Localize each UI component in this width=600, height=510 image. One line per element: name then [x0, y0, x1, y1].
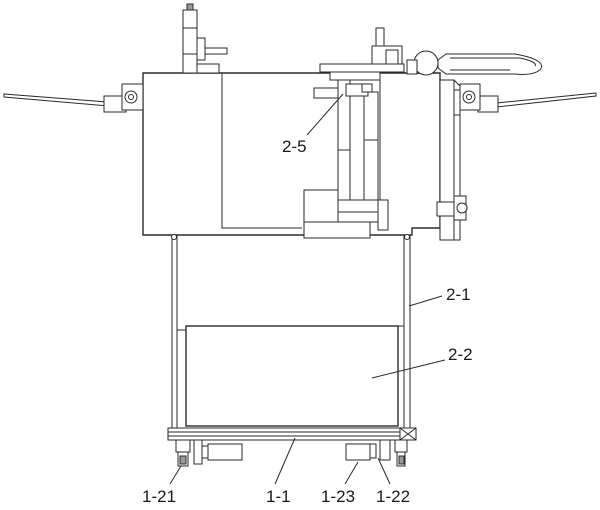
label-1-22: 1-22 — [376, 487, 410, 506]
leader-lines — [169, 93, 446, 485]
label-1-21: 1-21 — [142, 487, 176, 506]
base-plate — [167, 427, 417, 441]
column-frame — [171, 234, 411, 428]
vertical-slide-assembly — [313, 79, 379, 201]
label-2-2: 2-2 — [448, 345, 473, 364]
label-1-23: 1-23 — [321, 487, 355, 506]
label-2-5: 2-5 — [282, 137, 307, 156]
under-base-parts — [175, 439, 408, 467]
right-arm — [440, 83, 597, 116]
label-1-1: 1-1 — [266, 487, 291, 506]
right-side-bracket — [436, 79, 468, 241]
part-labels: 2-5 2-1 2-2 1-21 1-1 1-23 1-22 — [142, 137, 473, 506]
top-right-mechanism — [319, 27, 542, 81]
left-arm — [3, 83, 144, 113]
top-left-post — [182, 3, 228, 74]
lower-block — [303, 189, 389, 239]
label-2-1: 2-1 — [446, 285, 471, 304]
inner-panel — [185, 325, 404, 427]
